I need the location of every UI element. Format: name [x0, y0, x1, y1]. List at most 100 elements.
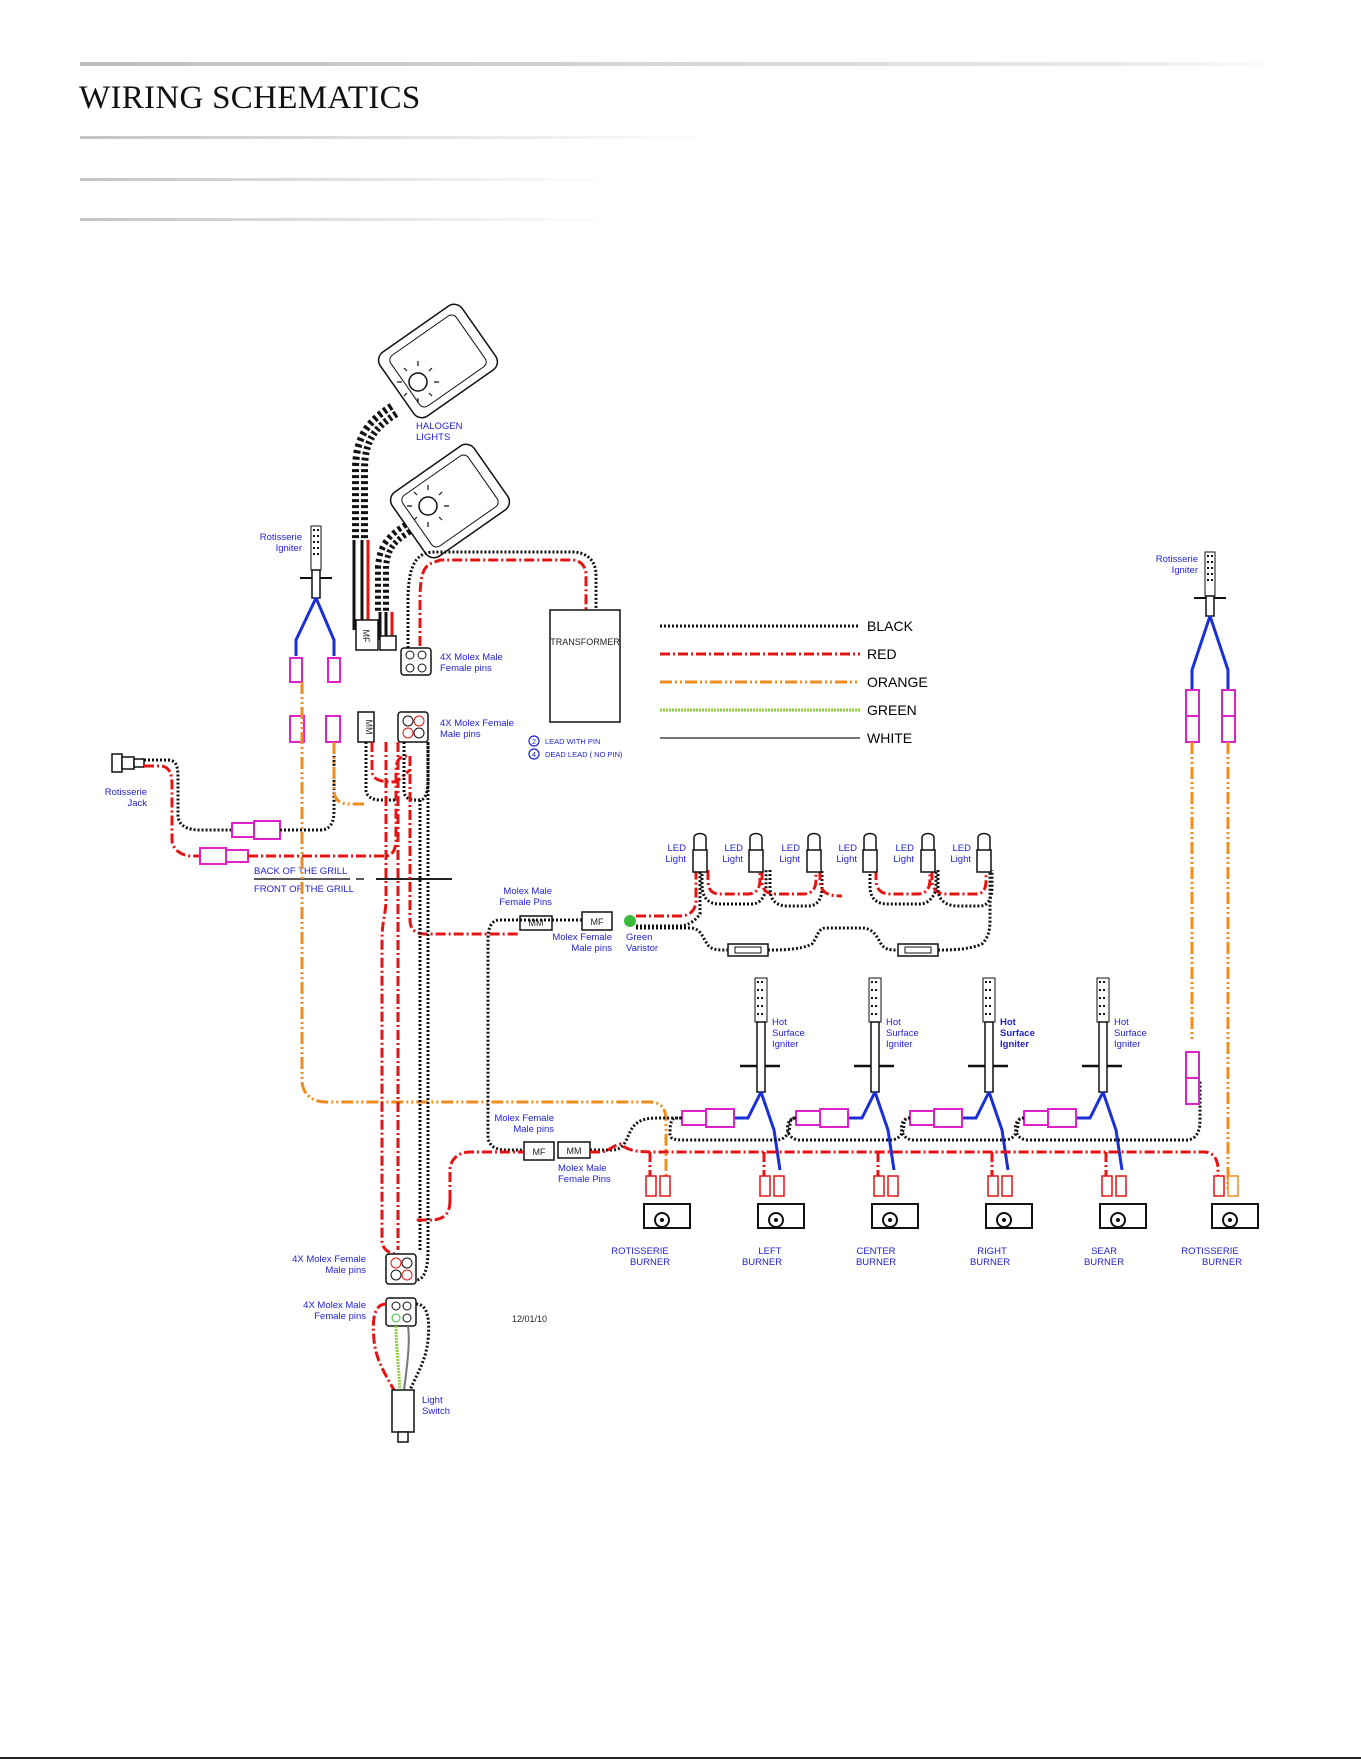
light-switch-label-2: Switch [422, 1406, 450, 1417]
header-rule-1 [80, 136, 720, 139]
dead-lead-num: 4 [532, 750, 536, 759]
burner-valve-3 [871, 1175, 919, 1229]
mm-top-label-1: Molex Male [503, 886, 552, 897]
svg-text:LED: LED [953, 843, 972, 854]
molex-female-top-label-1: 4X Molex Female [440, 718, 514, 729]
green-varistor [624, 915, 636, 927]
burner-valve-4 [985, 1175, 1033, 1229]
transformer-label: TRANSFORMER [550, 637, 620, 647]
svg-text:LED: LED [668, 843, 687, 854]
molex-4x-female-bottom [385, 1253, 417, 1285]
transformer: TRANSFORMER [549, 609, 621, 723]
mm-low-label-1: Molex Male [558, 1163, 607, 1174]
svg-text:LED: LED [839, 843, 858, 854]
mf-tag-mid: MF [591, 917, 604, 927]
mf-tag: MF [361, 630, 371, 643]
halogen-label-1: HALOGEN [416, 421, 463, 432]
led-light-6 [976, 832, 992, 873]
lead-pin-label: LEAD WITH PIN [545, 737, 600, 746]
molex-female-bot-label-1: 4X Molex Female [292, 1254, 366, 1265]
rotisserie-igniter-left [294, 525, 336, 656]
pink-connectors-right-mid [1185, 1051, 1200, 1105]
rot-igniter-left-label-2: Igniter [276, 543, 302, 554]
molex-female-bot-label-2: Male pins [325, 1265, 366, 1276]
halogen-light-lower [389, 443, 511, 559]
header-rule-2 [80, 178, 620, 181]
front-of-grill-label: FRONT OF THE GRILL [254, 884, 354, 895]
burner-valves [643, 1175, 1259, 1229]
burner-label: LEFT [758, 1246, 781, 1257]
molex-female-top-label-2: Male pins [440, 729, 481, 740]
mf-mid-label-2: Male pins [571, 943, 612, 954]
svg-text:Light: Light [779, 854, 800, 865]
svg-text:Surface: Surface [1000, 1028, 1035, 1039]
date-stamp: 12/01/10 [512, 1314, 547, 1324]
led-light-1 [692, 832, 708, 873]
hot-surface-igniters [740, 977, 1122, 1093]
mf-low-label-1: Molex Female [494, 1113, 554, 1124]
light-switch-label-1: Light [422, 1395, 443, 1406]
pink-inline-connectors-jack [199, 820, 281, 865]
led-lights [692, 832, 992, 873]
burner-label: RIGHT [977, 1246, 1007, 1257]
sun-icon [418, 496, 438, 516]
svg-text:Hot: Hot [1000, 1017, 1017, 1028]
molex-4x-male-bottom [385, 1297, 417, 1327]
svg-text:Surface: Surface [886, 1028, 919, 1039]
molex-male-top-label-1: 4X Molex Male [440, 652, 503, 663]
rot-jack-label-1: Rotisserie [105, 787, 147, 798]
burner-valve-5 [1099, 1175, 1147, 1229]
mm-tag: MM [364, 720, 374, 735]
molex-4x-male-top [400, 647, 432, 676]
svg-text:LED: LED [782, 843, 801, 854]
hsi-1 [740, 977, 780, 1093]
led-light-5 [920, 832, 936, 873]
svg-text:Surface: Surface [772, 1028, 805, 1039]
mf-tag-low: MF [533, 1147, 546, 1157]
mf-mid-label-1: Molex Female [552, 932, 612, 943]
svg-text:Light: Light [950, 854, 971, 865]
hsi-3 [968, 977, 1008, 1093]
svg-text:BURNER: BURNER [970, 1257, 1010, 1268]
halogen-light-upper [377, 303, 499, 419]
burner-label: ROTISSERIE [611, 1246, 669, 1257]
burner-label: CENTER [856, 1246, 895, 1257]
legend-green: GREEN [867, 702, 917, 718]
varistor-label-1: Green [626, 932, 652, 943]
page-title: WIRING SCHEMATICS [79, 80, 421, 116]
burner-valve-2 [757, 1175, 805, 1229]
legend-black: BLACK [867, 618, 914, 634]
inline-resistors [727, 943, 939, 957]
pink-connectors-left-top [289, 657, 341, 743]
led-light-4 [862, 832, 878, 873]
svg-text:BURNER: BURNER [1202, 1257, 1242, 1268]
svg-text:Hot: Hot [1114, 1017, 1129, 1028]
mf-low-label-2: Male pins [513, 1124, 554, 1135]
halogen-wire-harness: MF [352, 403, 412, 651]
svg-text:LED: LED [896, 843, 915, 854]
svg-text:Surface: Surface [1114, 1028, 1147, 1039]
burner-valve-6 [1211, 1175, 1259, 1229]
sun-icon [408, 372, 428, 392]
svg-text:BURNER: BURNER [630, 1257, 670, 1268]
led-light-3 [806, 832, 822, 873]
molex-male-bot-label-1: 4X Molex Male [303, 1300, 366, 1311]
svg-text:LED: LED [725, 843, 744, 854]
mm-top-label-2: Female Pins [499, 897, 552, 908]
svg-text:Light: Light [836, 854, 857, 865]
legend-red: RED [867, 646, 897, 662]
varistor-label-2: Varistor [626, 943, 658, 954]
dead-lead-label: DEAD LEAD ( NO PIN) [545, 750, 623, 759]
burner-valve-1 [643, 1175, 691, 1229]
molex-male-bot-label-2: Female pins [314, 1311, 366, 1322]
back-of-grill-label: BACK OF THE GRILL [254, 866, 347, 877]
svg-text:Light: Light [665, 854, 686, 865]
header-rule-3 [80, 218, 620, 221]
svg-text:BURNER: BURNER [742, 1257, 782, 1268]
led-light-2 [748, 832, 764, 873]
svg-text:Igniter: Igniter [886, 1039, 912, 1050]
rot-igniter-right-label-2: Igniter [1172, 565, 1198, 576]
halogen-label-2: LIGHTS [416, 432, 450, 443]
